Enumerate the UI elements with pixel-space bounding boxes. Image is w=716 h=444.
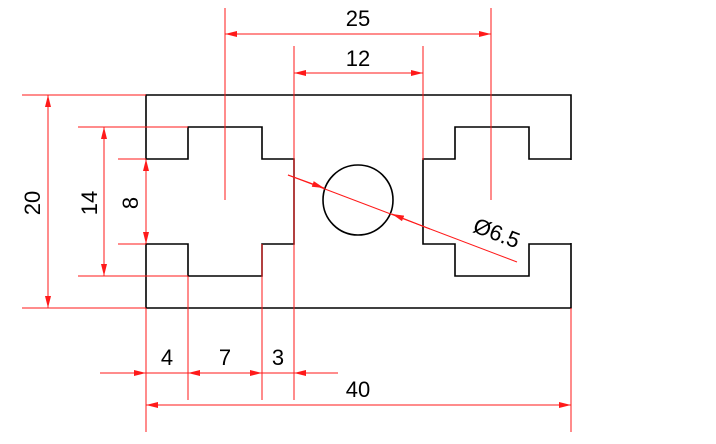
dim-text-3: 3	[272, 345, 284, 370]
dim-text-20: 20	[20, 191, 45, 215]
dim-text-4: 4	[161, 345, 173, 370]
dim-text-14: 14	[77, 191, 102, 215]
dim-arrow-hole-bottom	[391, 213, 431, 230]
dim-text-40: 40	[346, 377, 370, 402]
extension-lines	[22, 8, 572, 432]
dim-text-8: 8	[118, 197, 143, 209]
center-hole	[322, 164, 394, 236]
dim-text-12: 12	[346, 46, 370, 71]
left-slot-outline	[146, 126, 295, 277]
dim-text-25: 25	[346, 6, 370, 31]
dim-arrow-hole-top	[287, 174, 325, 189]
right-slot-outline	[422, 126, 571, 277]
dim-text-7: 7	[219, 345, 231, 370]
